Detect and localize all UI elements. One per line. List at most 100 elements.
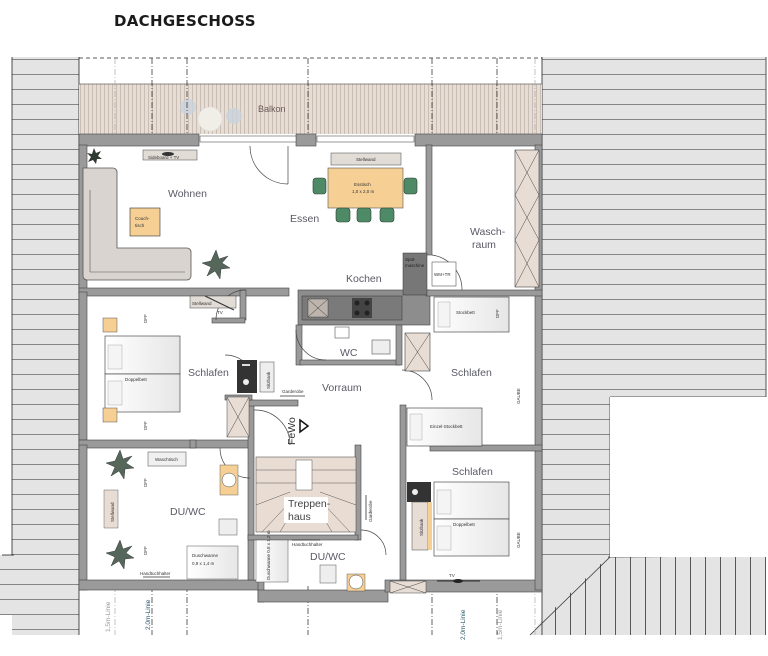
room-label-duwc-left: DU/WC <box>170 506 206 518</box>
couch-table: Couch- tisch <box>129 207 161 237</box>
svg-text:DFF: DFF <box>143 546 148 555</box>
svg-text:tisch: tisch <box>135 223 145 228</box>
dining-table: Esstisch 1,0 x 2,0 m <box>327 167 404 209</box>
roof-left <box>0 57 80 635</box>
svg-text:Duschwanne: Duschwanne <box>192 553 219 558</box>
height-line-left-2-0: 2,0m-Linie <box>145 599 152 630</box>
plant-icon <box>201 249 231 280</box>
stove-left <box>237 360 257 393</box>
svg-text:Sideboard + TV: Sideboard + TV <box>148 155 179 160</box>
sofa <box>82 167 192 281</box>
svg-text:Sitzbank: Sitzbank <box>266 371 271 389</box>
svg-text:1,0 x 2,0 m: 1,0 x 2,0 m <box>352 189 375 194</box>
schrank <box>404 332 431 372</box>
svg-text:0,9 x 1,4 m: 0,9 x 1,4 m <box>192 561 215 566</box>
height-line-right-1-5: 1,5m-Linie <box>497 609 504 640</box>
toilet-icon <box>371 339 391 355</box>
sitzbank-left: Sitzbank <box>259 361 275 393</box>
svg-text:Doppelbett: Doppelbett <box>125 377 148 382</box>
handtuchhalter-left: Handtuchhalter <box>140 571 171 578</box>
shelving-rack <box>514 149 540 288</box>
svg-text:Garderobe: Garderobe <box>368 500 373 522</box>
roof-right <box>529 57 767 636</box>
svg-text:DFF: DFF <box>495 309 500 318</box>
svg-text:DFF: DFF <box>143 478 148 487</box>
svg-text:WM+TR: WM+TR <box>434 272 451 277</box>
stove-right <box>407 482 431 502</box>
garderobe-top: Garderobe <box>280 389 305 397</box>
svg-text:DFF: DFF <box>143 421 148 430</box>
svg-text:maschine: maschine <box>405 263 425 268</box>
washer-dryer: WM+TR <box>431 261 457 287</box>
shower-tray-left: Duschwanne 0,9 x 1,4 m <box>186 545 239 580</box>
room-label-schlafen-right-bottom: Schlafen <box>452 466 493 478</box>
stellwand-duwc: Stellwand <box>103 489 119 529</box>
room-label-schlafen-right-top: Schlafen <box>451 367 492 379</box>
svg-text:TV: TV <box>449 573 455 578</box>
nightstand <box>102 407 118 423</box>
room-label-treppenhaus-2: haus <box>288 511 311 523</box>
svg-text:Handtuchhalter: Handtuchhalter <box>140 571 171 576</box>
room-label-vorraum: Vorraum <box>322 382 362 394</box>
stellwand-tv-left: Stellwand TV <box>189 295 237 315</box>
schrank-left <box>226 396 250 438</box>
stellwand: Stellwand <box>330 152 402 166</box>
room-label-duwc-center: DU/WC <box>310 551 346 563</box>
svg-text:Spül-: Spül- <box>405 257 416 262</box>
toilet-icon <box>218 518 238 536</box>
room-label-waschraum-1: Wasch- <box>470 226 506 238</box>
svg-text:GAUBE: GAUBE <box>516 532 521 548</box>
room-label-kochen: Kochen <box>346 273 382 285</box>
svg-text:Doppelbett: Doppelbett <box>453 522 476 527</box>
height-line-left-1-5: 1,5m-Linie <box>105 601 112 632</box>
balcony: Balkon <box>79 83 542 134</box>
waschtisch: Waschtisch <box>147 451 187 467</box>
staircase: Treppen- haus <box>255 456 357 533</box>
sideboard-tv: Sideboard + TV <box>142 149 198 161</box>
svg-text:Esstisch: Esstisch <box>354 182 371 187</box>
room-label-wohnen: Wohnen <box>168 188 207 200</box>
double-bed-left: Doppelbett <box>104 335 181 413</box>
plant-icon <box>87 148 102 164</box>
svg-text:Einzel-Stockbett: Einzel-Stockbett <box>430 424 463 429</box>
stockbett: Stockbett <box>433 296 510 333</box>
plant-icon <box>105 449 135 570</box>
svg-text:Sitzbank: Sitzbank <box>419 518 424 536</box>
shower-tray-center: Duschwanne 0,8 x 1,2 m <box>255 530 289 583</box>
svg-text:Stellwand: Stellwand <box>110 502 115 522</box>
svg-text:TV: TV <box>217 310 223 315</box>
handtuchhalter-center: Handtuchhalter <box>292 539 323 547</box>
svg-text:GAUBE: GAUBE <box>516 388 521 404</box>
nightstand <box>102 317 118 333</box>
double-bed-right: Doppelbett <box>433 481 510 557</box>
svg-text:DFF: DFF <box>143 314 148 323</box>
room-label-treppenhaus-1: Treppen- <box>288 498 331 510</box>
room-label-essen: Essen <box>290 213 319 225</box>
sink-icon <box>334 326 350 339</box>
schrank-bottom <box>389 580 427 594</box>
svg-text:Waschtisch: Waschtisch <box>155 457 178 462</box>
room-label-schlafen-left: Schlafen <box>188 367 229 379</box>
walls <box>78 133 543 603</box>
toilet-icon <box>319 564 337 584</box>
svg-text:Couch-: Couch- <box>135 216 150 221</box>
room-label-wc: WC <box>340 347 358 359</box>
einzel-stockbett: Einzel-Stockbett <box>406 407 483 447</box>
svg-text:Stellwand: Stellwand <box>192 301 212 306</box>
svg-text:Stockbett: Stockbett <box>456 310 476 315</box>
fewo-entrance: FeWo <box>286 417 310 445</box>
dishwasher: Spül- maschine <box>402 252 428 296</box>
garderobe-right: Garderobe <box>365 495 373 522</box>
plan-title: DACHGESCHOSS <box>114 12 256 30</box>
svg-text:Stellwand: Stellwand <box>356 157 376 162</box>
svg-text:Garderobe: Garderobe <box>282 389 304 394</box>
svg-text:Duschwanne 0,8 x 1,2 m: Duschwanne 0,8 x 1,2 m <box>266 530 271 580</box>
tv-right: TV <box>437 573 480 583</box>
room-label-balkon: Balkon <box>258 104 286 114</box>
chairs <box>312 177 418 223</box>
room-label-waschraum-2: raum <box>472 239 496 251</box>
fewo-label: FeWo <box>286 417 298 445</box>
kitchen-counter <box>301 295 403 321</box>
svg-text:Handtuchhalter: Handtuchhalter <box>292 542 323 547</box>
